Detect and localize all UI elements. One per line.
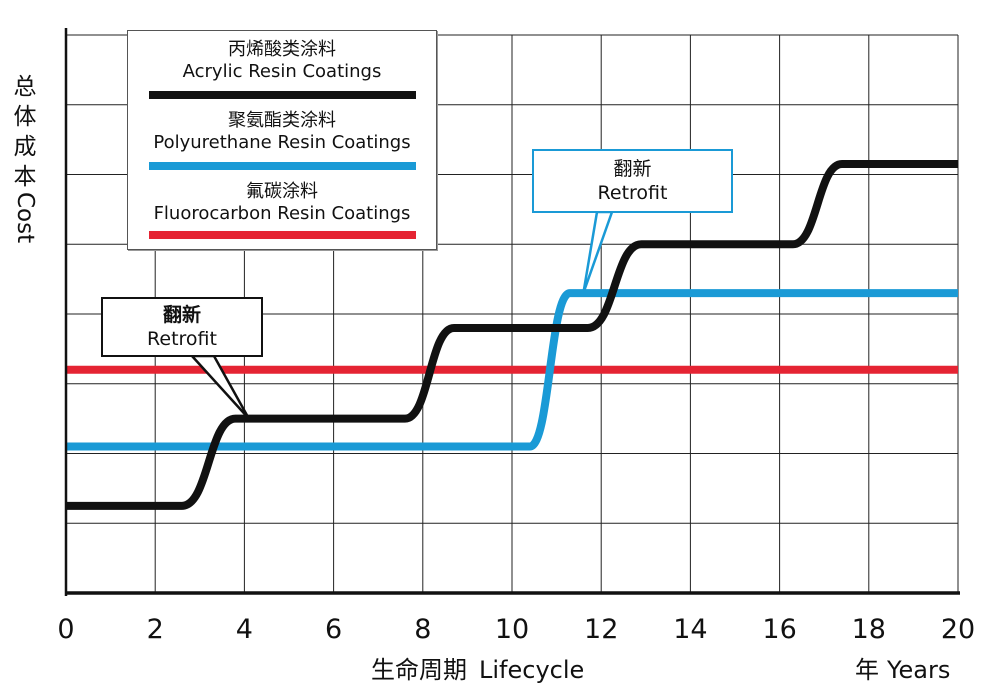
- x-tick-label: 10: [495, 614, 529, 645]
- retrofit-callout-acrylic: 翻新 Retrofit: [101, 297, 263, 357]
- legend-label-acrylic: 丙烯酸类涂料 Acrylic Resin Coatings: [182, 39, 382, 82]
- x-tick-label: 2: [147, 614, 164, 645]
- y-axis-title-en: Cost: [12, 192, 38, 244]
- legend-label-polyurethane: 聚氨酯类涂料 Polyurethane Resin Coatings: [153, 110, 411, 153]
- callout-pointer-acrylic: [189, 354, 250, 420]
- y-axis-title-char: 总: [13, 74, 37, 100]
- x-tick-label: 4: [236, 614, 253, 645]
- retrofit-callout-polyurethane: 翻新 Retrofit: [532, 149, 733, 213]
- legend-swatch-acrylic: [149, 91, 416, 99]
- legend-label-fluorocarbon: 氟碳涂料 Fluorocarbon Resin Coatings: [153, 181, 411, 224]
- legend: 丙烯酸类涂料 Acrylic Resin Coatings 聚氨酯类涂料 Pol…: [127, 30, 437, 250]
- callout-text-cn: 翻新: [613, 158, 652, 180]
- y-axis-title-cn: 总体成本: [8, 72, 42, 192]
- callout-text-cn: 翻新: [162, 304, 201, 326]
- x-tick-label: 16: [762, 614, 796, 645]
- x-tick-label: 12: [584, 614, 618, 645]
- x-tick-label: 14: [673, 614, 707, 645]
- callout-text-en: Retrofit: [147, 328, 217, 350]
- x-tick-label: 6: [325, 614, 342, 645]
- series-polyurethane-line: [66, 289, 958, 451]
- x-tick-label: 20: [941, 614, 975, 645]
- legend-swatch-fluorocarbon: [149, 231, 416, 239]
- y-axis-title-char: 成: [13, 134, 37, 160]
- x-tick-labels: 0 2 4 6 8 10 12 14 16 18 20: [57, 614, 975, 645]
- callout-pointer-polyurethane: [582, 210, 614, 294]
- y-axis-title: 总体成本 Cost: [8, 72, 42, 243]
- series-acrylic-line: [66, 160, 958, 510]
- y-axis-title-char: 本: [13, 164, 37, 190]
- legend-swatch-polyurethane: [149, 162, 416, 170]
- y-axis-title-char: 体: [13, 104, 37, 130]
- axes: [64, 28, 960, 596]
- callout-text-en: Retrofit: [597, 182, 668, 204]
- x-tick-label: 18: [852, 614, 886, 645]
- x-tick-label: 8: [414, 614, 431, 645]
- x-tick-label: 0: [57, 614, 74, 645]
